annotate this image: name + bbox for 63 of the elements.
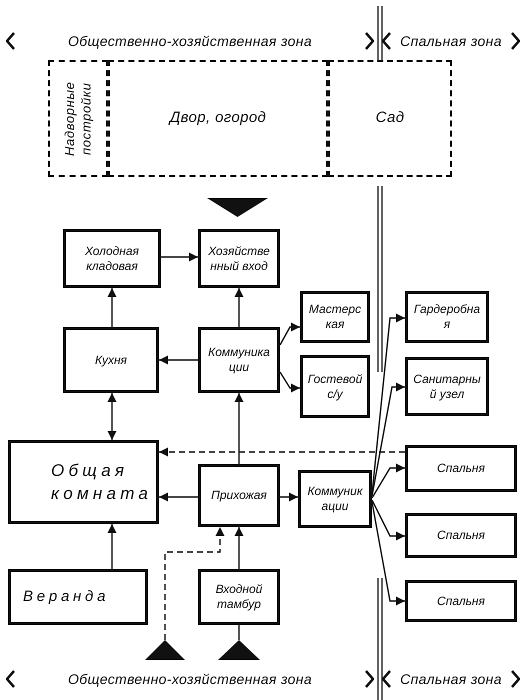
room-label: Мастерская	[308, 302, 362, 332]
arrow	[159, 492, 198, 502]
zone-area	[48, 60, 108, 177]
arrow	[108, 524, 116, 569]
room-box	[405, 513, 517, 558]
room-box	[405, 291, 489, 343]
arrow	[371, 502, 405, 606]
arrow	[234, 393, 244, 464]
room-label: Санитарный узел	[412, 372, 482, 402]
room-label: Веранда	[23, 586, 110, 607]
zone-area	[328, 60, 452, 177]
room-box	[198, 464, 280, 527]
entrance-triangle	[145, 640, 185, 660]
arrow	[280, 492, 298, 502]
arrow	[371, 500, 405, 540]
zone-label: Общественно-хозяйственная зона	[68, 32, 312, 51]
room-box	[8, 569, 148, 625]
room-label: Гостевой с/у	[307, 372, 363, 402]
room-box	[63, 327, 159, 393]
entrance-triangle	[218, 640, 260, 660]
room-box	[198, 327, 280, 393]
arrow	[371, 382, 405, 496]
arrow	[234, 288, 244, 327]
arrow	[371, 464, 405, 498]
arrow	[279, 322, 300, 346]
zone-area	[108, 60, 328, 177]
arrow	[161, 252, 198, 262]
room-label: Гардеробная	[412, 302, 482, 332]
room-label: Хозяйственный вход	[207, 244, 271, 274]
room-label: Входной тамбур	[214, 582, 264, 612]
zone-label: Спальная зона	[400, 32, 502, 50]
arrow	[279, 372, 300, 392]
room-label: Коммуникации	[207, 345, 271, 375]
room-label: Сад	[376, 108, 404, 128]
room-label: Кухня	[95, 352, 127, 368]
arrow	[159, 448, 405, 456]
room-box	[198, 569, 280, 625]
room-label: Общая комната	[51, 460, 152, 505]
arrow	[164, 527, 224, 640]
zone-label: Спальная зона	[400, 670, 502, 688]
room-label: Спальня	[437, 528, 485, 543]
room-box	[198, 229, 280, 288]
room-label: Прихожая	[211, 488, 267, 503]
room-box	[405, 445, 517, 492]
room-box	[300, 355, 370, 418]
room-label: Спальня	[437, 461, 485, 476]
zone-label: Общественно-хозяйственная зона	[68, 670, 312, 689]
arrow	[108, 288, 116, 327]
arrow	[159, 356, 198, 364]
room-label: Холодная кладовая	[84, 244, 140, 274]
arrow	[234, 527, 244, 569]
room-label: Спальня	[437, 594, 485, 608]
room-label: Надворные постройки	[62, 80, 94, 158]
entrance-triangle	[207, 198, 268, 217]
room-label: Двор, огород	[170, 108, 266, 128]
room-box	[300, 291, 370, 343]
room-box	[405, 357, 489, 416]
room-box	[63, 229, 161, 288]
room-box	[405, 580, 517, 622]
room-box	[8, 440, 159, 524]
arrow	[108, 393, 116, 440]
room-label: Коммуникации	[306, 484, 364, 514]
room-box	[298, 470, 372, 528]
